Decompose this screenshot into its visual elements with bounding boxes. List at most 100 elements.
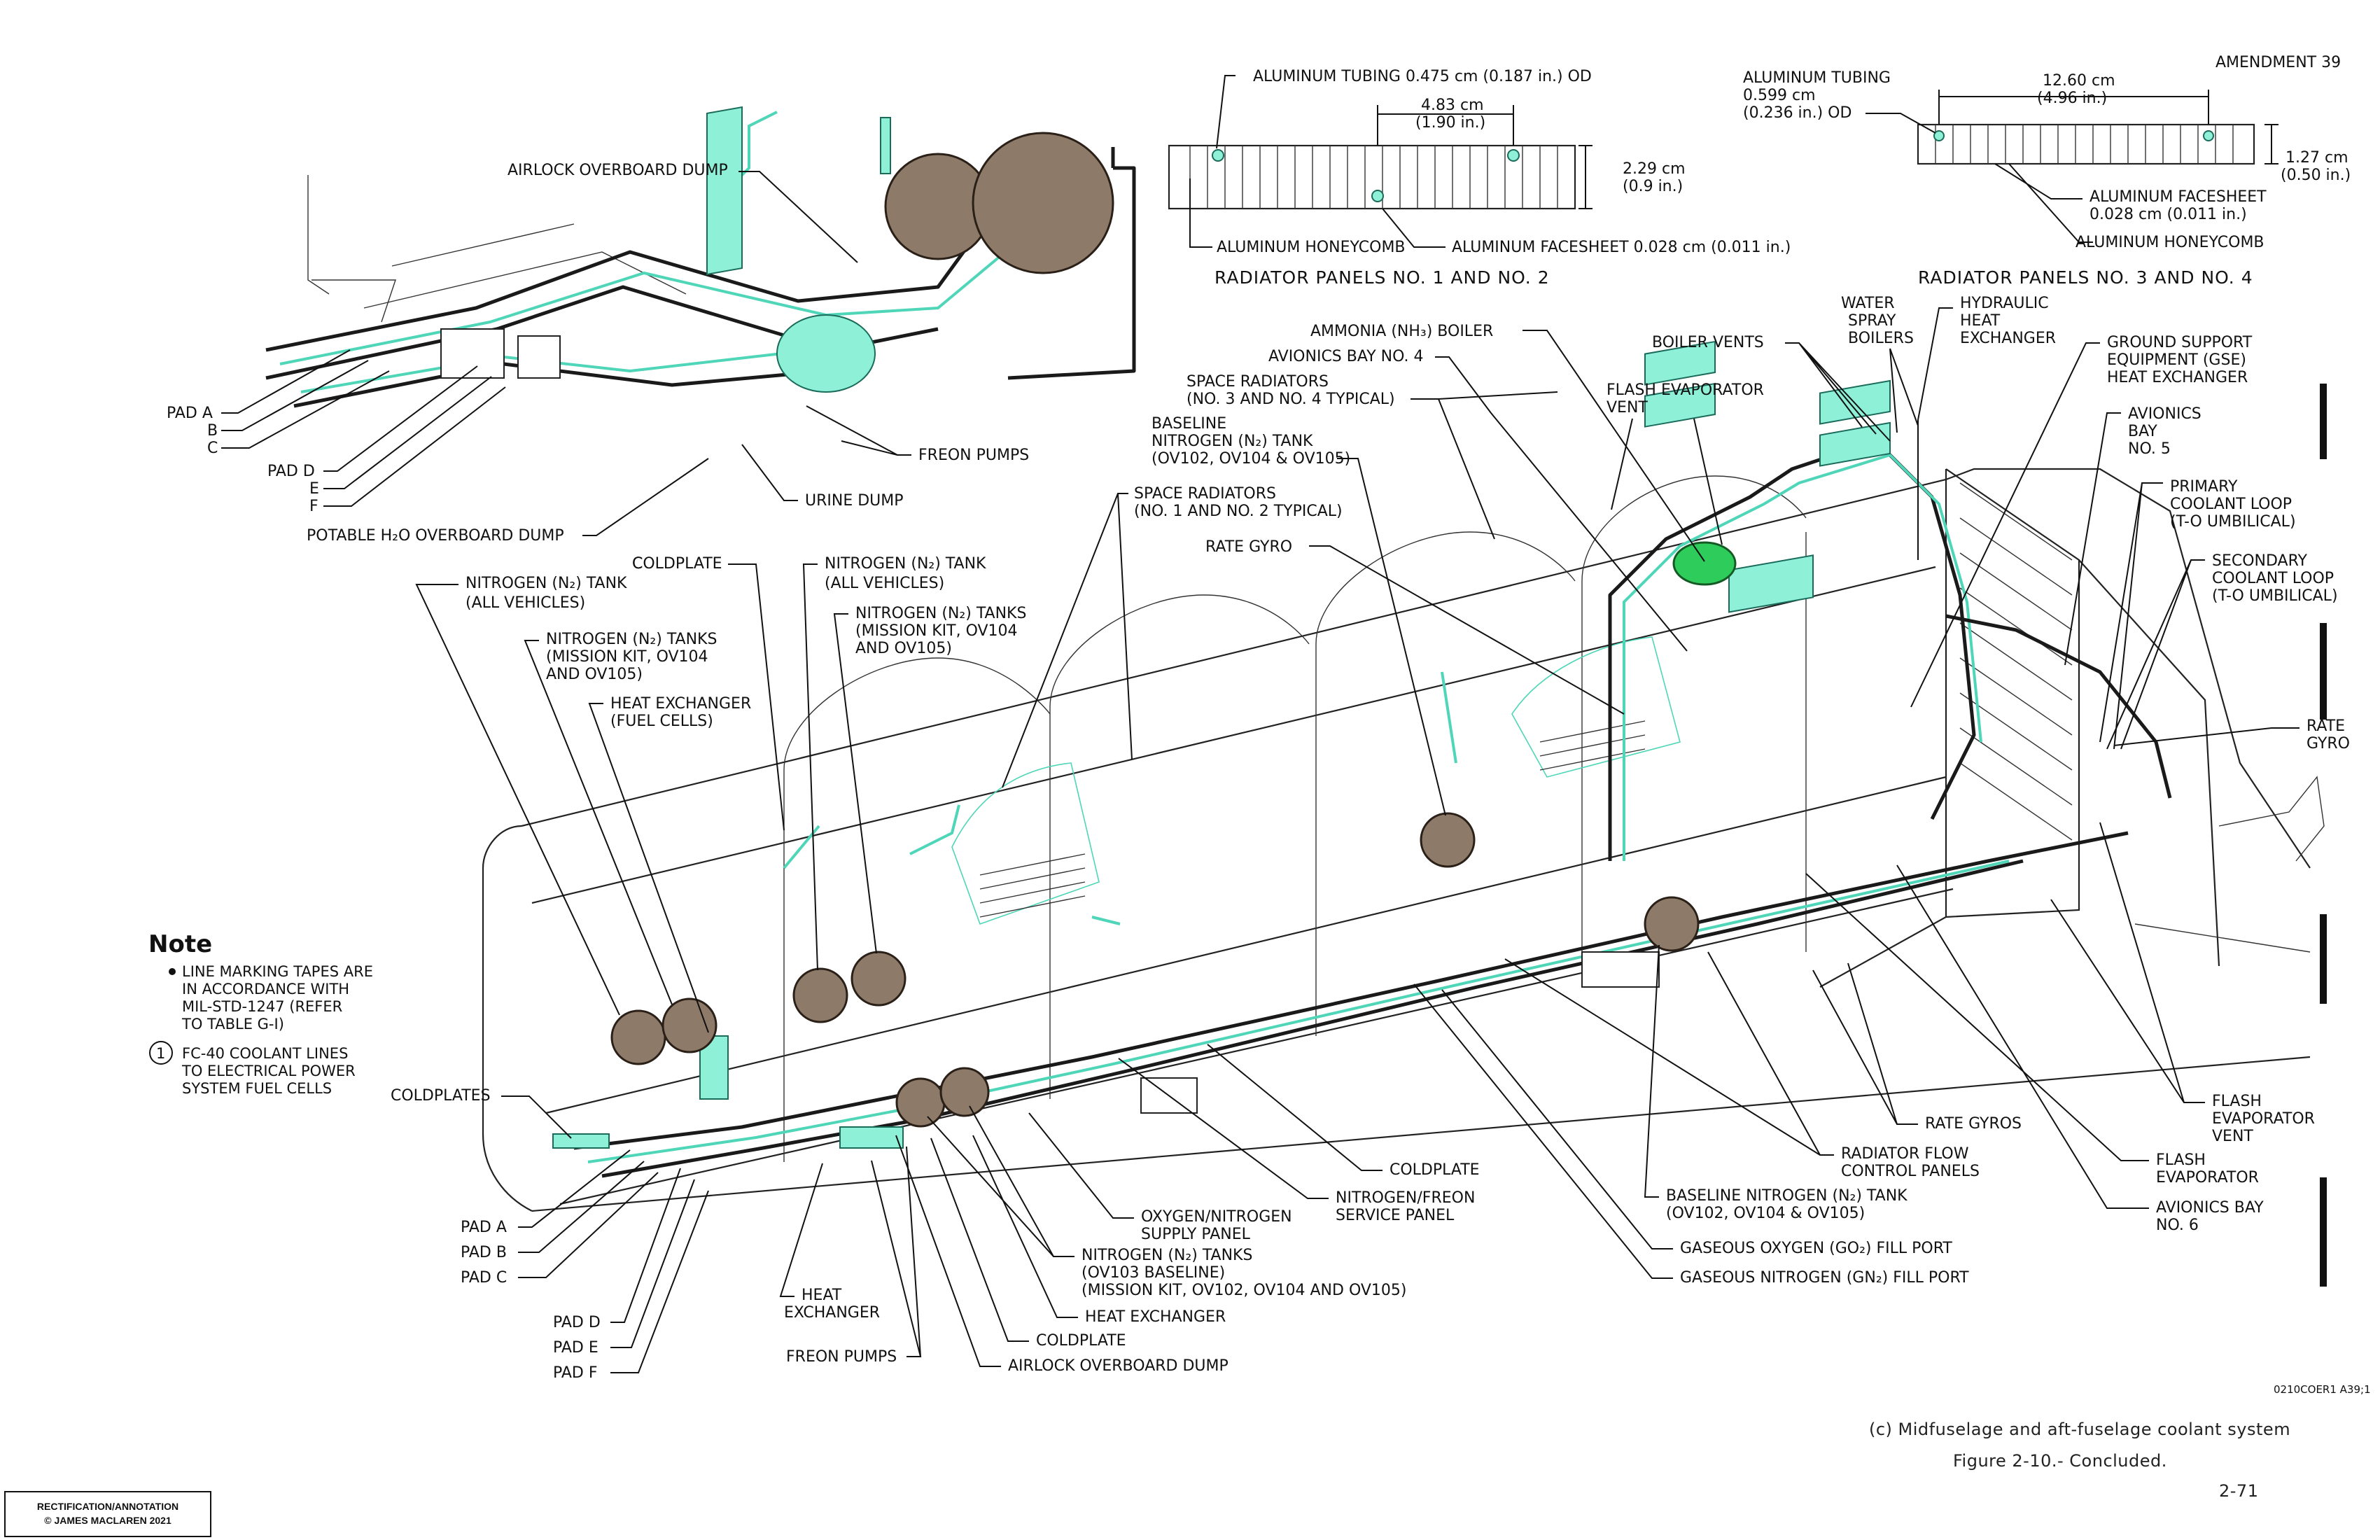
panel-12-tubing-label: ALUMINUM TUBING 0.475 cm (0.187 in.) OD xyxy=(1253,68,1592,85)
nitrogen-tanks xyxy=(610,812,1700,1128)
inset-urine-dump-label: URINE DUMP xyxy=(805,492,904,510)
gse-hx-line3: HEAT EXCHANGER xyxy=(2107,369,2248,386)
radiator-panel-34-section: ALUMINUM TUBING 0.599 cm (0.236 in.) OD … xyxy=(1743,69,2351,288)
callouts-bottom-right: BASELINE NITROGEN (N₂) TANK (OV102, OV10… xyxy=(1413,822,2315,1287)
panel-34-title: RADIATOR PANELS NO. 3 AND NO. 4 xyxy=(1918,267,2253,288)
baseline-n2-tank-bottom xyxy=(1644,896,1700,952)
leader-primary-loop xyxy=(2099,482,2163,750)
rate-gyro-right-line2: GYRO xyxy=(2306,735,2350,752)
n2-tank-all-left-line1: NITROGEN (N₂) TANK xyxy=(465,575,627,592)
inset-coolant-duct xyxy=(706,106,743,276)
radiator-panels-drawn xyxy=(951,636,1681,925)
leader-inset-potable xyxy=(582,458,709,536)
heat-exchanger-left-line1: HEAT xyxy=(802,1287,842,1304)
leader-heat-exchanger-bottom xyxy=(972,1135,1078,1318)
leader-space-radiators-34 xyxy=(1410,391,1558,540)
heat-exchanger-bottom-label: HEAT EXCHANGER xyxy=(1085,1308,1226,1326)
leader-boiler-vents xyxy=(1785,342,1891,442)
avionics-bay-5-line3: NO. 5 xyxy=(2128,440,2171,458)
freon-pumps-label: FREON PUMPS xyxy=(786,1348,897,1366)
n2-tank-mission-kit-2 xyxy=(850,951,906,1007)
rate-gyro-top-label: RATE GYRO xyxy=(1205,538,1292,556)
inset-coolant-riser xyxy=(880,117,891,174)
inset-pad-e-label: E xyxy=(309,480,319,498)
change-bar-3 xyxy=(2320,914,2327,1004)
panel-12-thickness-in: (0.9 in.) xyxy=(1623,178,1683,195)
panel-12-thickness-cm: 2.29 cm xyxy=(1623,160,1686,178)
change-bar-2 xyxy=(2320,623,2327,720)
water-spray-boilers-line1: WATER xyxy=(1841,295,1895,312)
leader-coldplates xyxy=(501,1096,572,1139)
aft-loop-teal xyxy=(1623,453,1982,861)
fuselage-frame-arcs xyxy=(783,475,1807,771)
dim-panel12-spacing xyxy=(1377,105,1514,146)
primary-loop-line2: COOLANT LOOP xyxy=(2170,496,2292,513)
pad-c-label: PAD C xyxy=(461,1269,507,1287)
n2-tank-all-vehicles-left xyxy=(610,1009,666,1065)
n2-freon-service-line1: NITROGEN/FREON xyxy=(1336,1189,1475,1207)
leader-panel12-honeycomb xyxy=(1189,178,1212,248)
aft-fuselage-inset xyxy=(265,106,1136,408)
umbilical-line xyxy=(1945,614,2172,799)
note-bullet-line2: IN ACCORDANCE WITH xyxy=(182,981,349,997)
n2-tank-mission-kit-1 xyxy=(662,997,718,1054)
hx-fuel-cells-line1: HEAT EXCHANGER xyxy=(610,695,751,713)
callouts-left: NITROGEN (N₂) TANK (ALL VEHICLES) NITROG… xyxy=(391,555,1026,1139)
coolant-trunk-dark-1 xyxy=(573,831,2129,1150)
inset-pad-f-label: F xyxy=(309,498,318,515)
aft-bulkhead xyxy=(1819,468,2220,988)
leader-inset-pads-abc xyxy=(221,349,390,449)
leader-n2-tanks-mission xyxy=(524,640,673,1005)
inset-pad-a-label: PAD A xyxy=(167,405,213,422)
ammonia-boiler-label: AMMONIA (NH₃) BOILER xyxy=(1310,323,1493,340)
coolant-components xyxy=(552,340,1891,1149)
note-bullet-line4: TO TABLE G-I) xyxy=(181,1016,284,1032)
space-radiators-34-line2: (NO. 3 AND NO. 4 TYPICAL) xyxy=(1186,391,1395,408)
flash-evap-vent-right-line3: VENT xyxy=(2212,1128,2253,1145)
panel-34-honeycomb-cells xyxy=(1935,125,2234,164)
radiator-flow-line2: CONTROL PANELS xyxy=(1841,1163,1980,1180)
coolant-trunk-teal xyxy=(587,860,2010,1163)
leader-radiator-flow xyxy=(1504,951,1834,1156)
hydraulic-hx-line2: HEAT xyxy=(1960,312,2001,330)
primary-loop-line3: (T-O UMBILICAL) xyxy=(2170,513,2296,531)
leader-coldplate-mid xyxy=(1207,1044,1382,1171)
pad-e-label: PAD E xyxy=(553,1339,598,1357)
radiator-panel-1 xyxy=(951,762,1100,925)
leader-ammonia-boiler xyxy=(1522,330,1705,562)
o2-n2-supply-line2: SUPPLY PANEL xyxy=(1141,1226,1251,1243)
inset-freon-pump-housing xyxy=(776,314,876,393)
panel-34-tubing-line3: (0.236 in.) OD xyxy=(1743,104,1851,122)
panel-34-thickness-cm: 1.27 cm xyxy=(2286,149,2348,167)
coldplate-bottom-label: COLDPLATE xyxy=(1036,1332,1126,1350)
change-bar-1 xyxy=(2320,384,2327,459)
avionics-bay-4-label: AVIONICS BAY NO. 4 xyxy=(1268,348,1424,365)
n2-tanks-mission-line2: (MISSION KIT, OV104 xyxy=(546,648,708,666)
coolant-branches xyxy=(783,671,1457,925)
inset-pad-b-label: B xyxy=(207,422,218,440)
n2-freon-service-panel xyxy=(1581,951,1660,988)
panel-12-honeycomb-label: ALUMINUM HONEYCOMB xyxy=(1217,239,1406,256)
baseline-n2-top-line3: (OV102, OV104 & OV105) xyxy=(1152,450,1350,468)
flash-evap-line2: EVAPORATOR xyxy=(2156,1169,2259,1186)
callouts-bottom-left: PAD A PAD B PAD C PAD D PAD E PAD F HEAT… xyxy=(461,1044,1480,1382)
leader-heat-exchanger-left xyxy=(779,1163,823,1297)
panel-12-spacing-cm: 4.83 cm xyxy=(1421,97,1484,114)
leader-panel34-facesheet xyxy=(1994,163,2082,200)
leader-avionics-bay-6 xyxy=(1896,864,2149,1209)
panel-34-spacing-in: (4.96 in.) xyxy=(2037,90,2107,107)
change-bar-4 xyxy=(2320,1177,2327,1287)
pad-b-label: PAD B xyxy=(461,1244,507,1261)
o2-n2-supply-line1: OXYGEN/NITROGEN xyxy=(1141,1208,1292,1226)
midfuselage-structure xyxy=(482,468,2325,1212)
secondary-loop-line2: COOLANT LOOP xyxy=(2212,570,2334,587)
n2-tanks-ov103-line1: NITROGEN (N₂) TANKS xyxy=(1082,1247,1252,1264)
leader-gn2-fill xyxy=(1413,983,1673,1279)
panel-12-spacing-in: (1.90 in.) xyxy=(1415,114,1485,132)
figure-caption: (c) Midfuselage and aft-fuselage coolant… xyxy=(1869,1420,2290,1439)
space-radiators-12-line2: (NO. 1 AND NO. 2 TYPICAL) xyxy=(1134,503,1343,520)
primary-loop-line1: PRIMARY xyxy=(2170,478,2238,496)
inset-pad-c-label: C xyxy=(207,440,218,457)
panel-34-facesheet-line2: 0.028 cm (0.011 in.) xyxy=(2090,206,2247,223)
fuselage-front-bulkhead xyxy=(482,825,533,1212)
